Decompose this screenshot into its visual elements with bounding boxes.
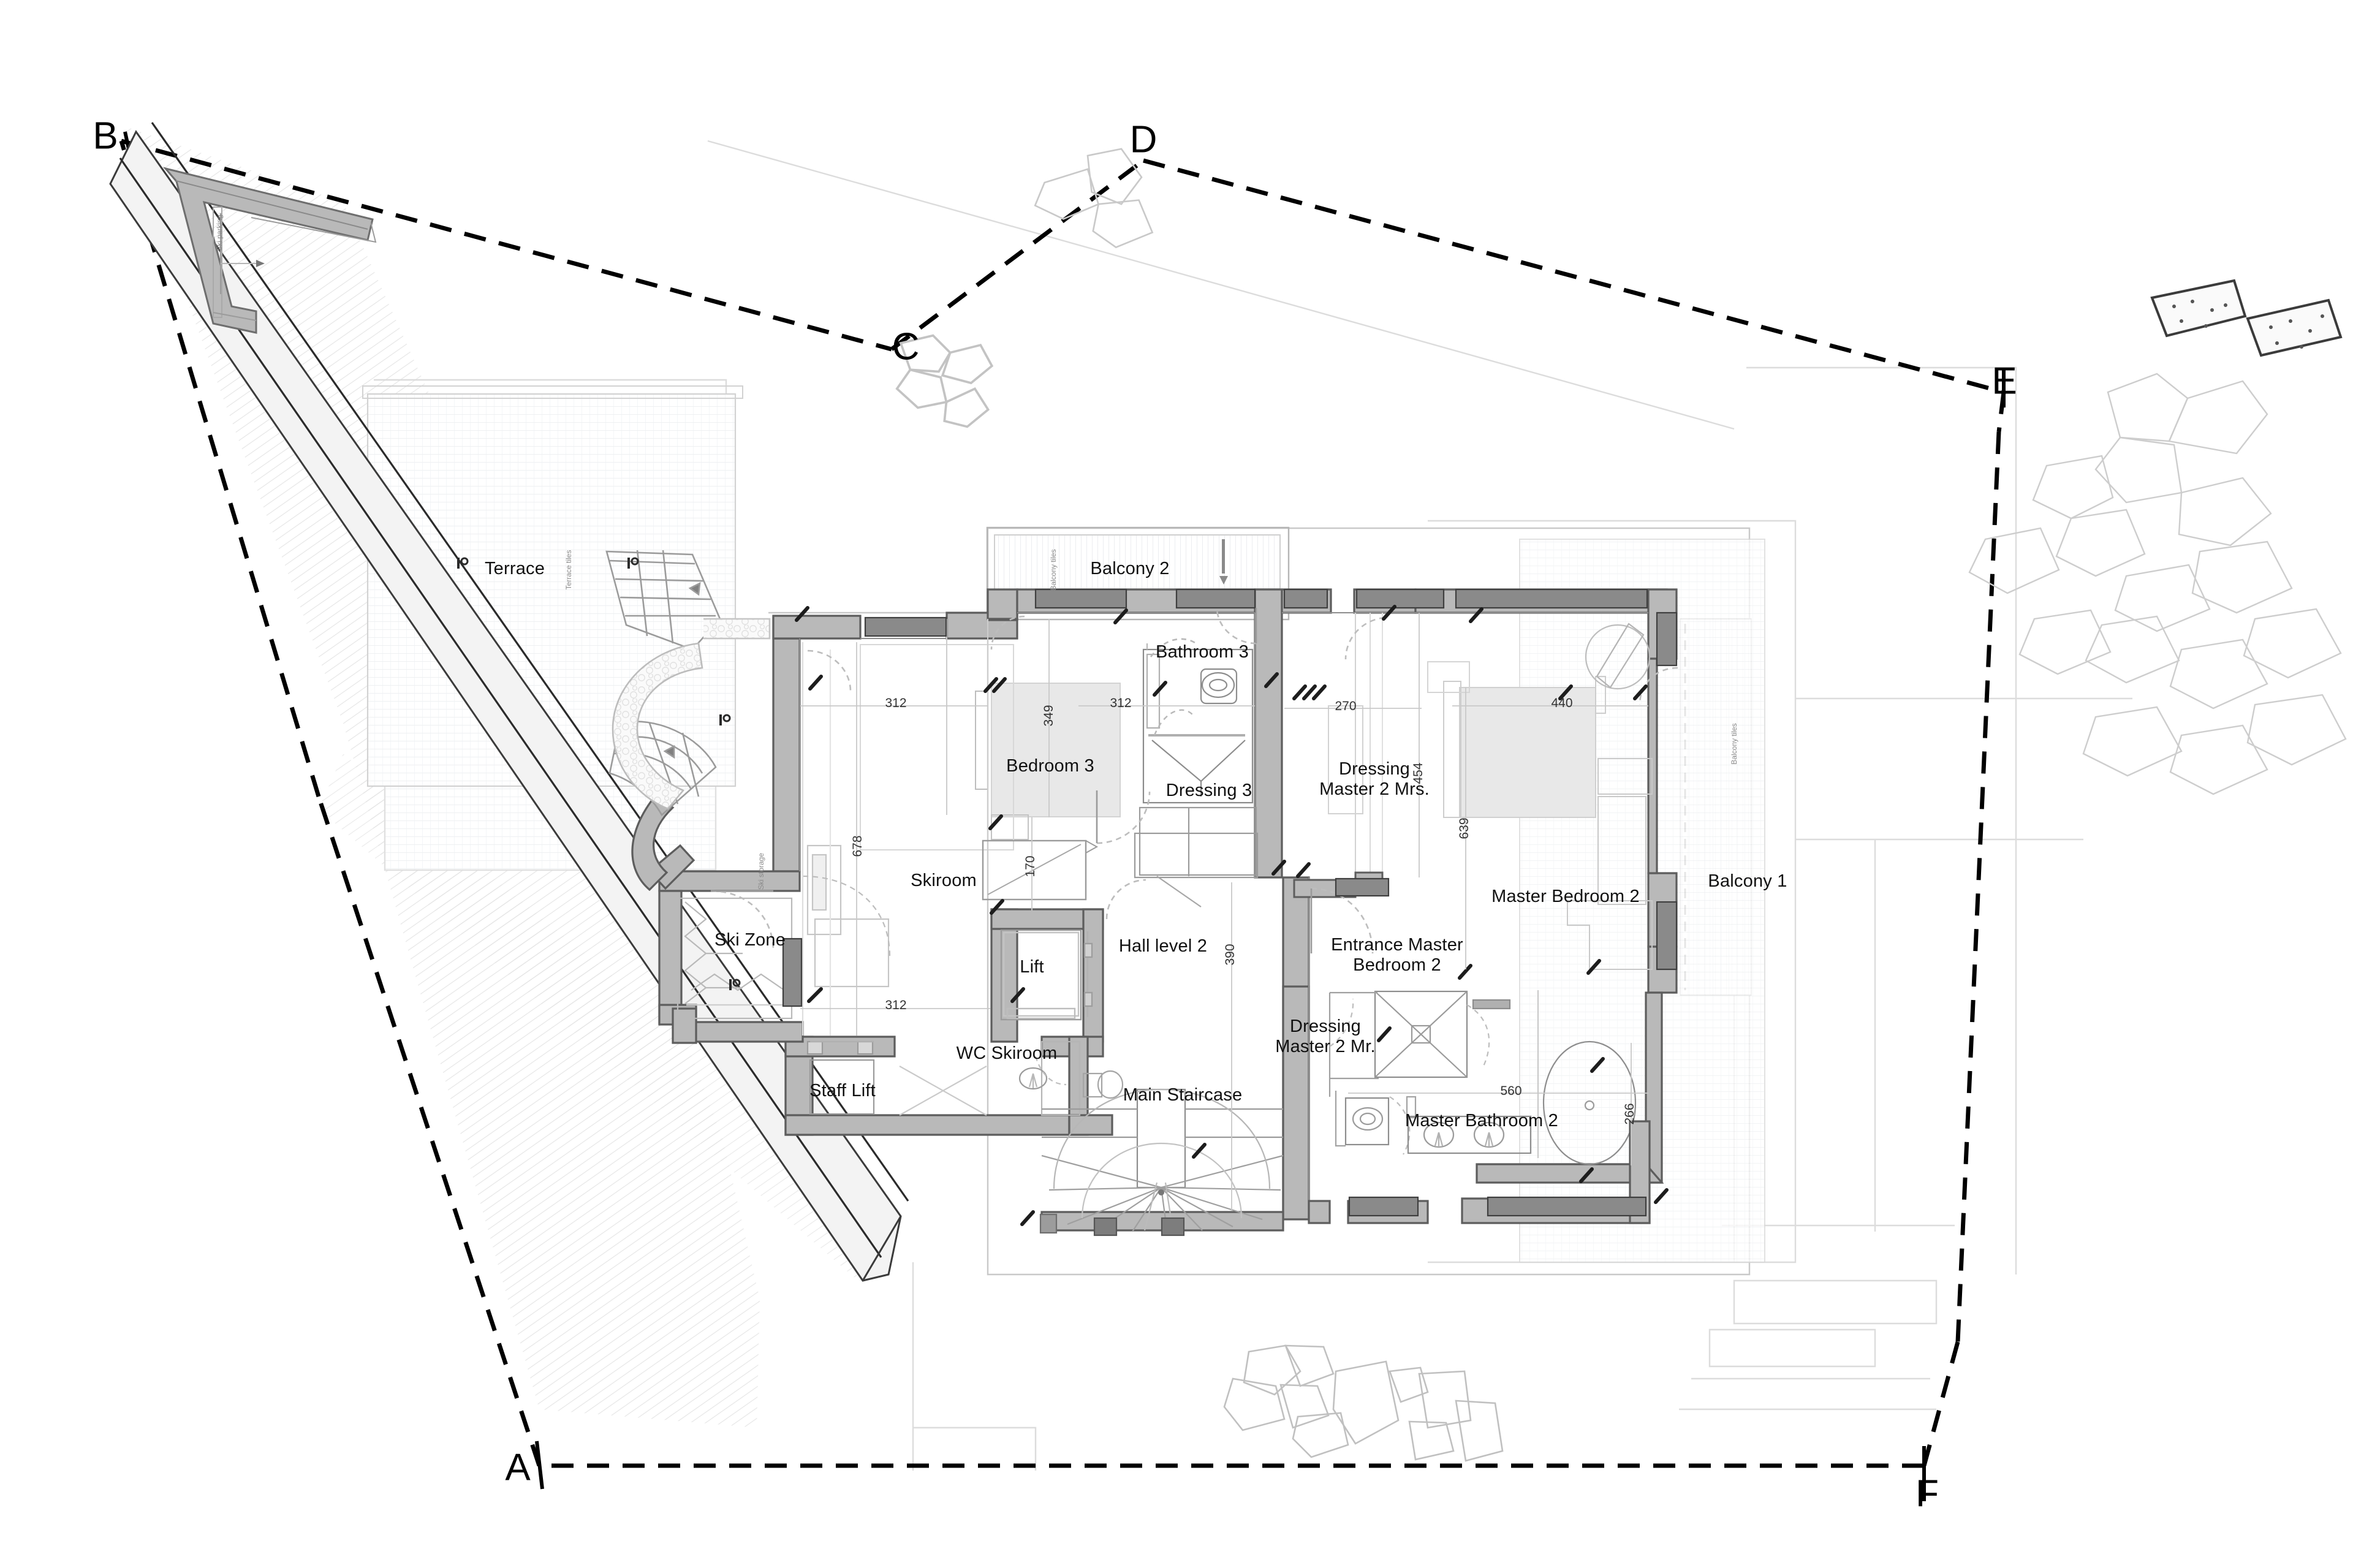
room-label-master-bedroom-2: Master Bedroom 2 [1491,886,1640,906]
boundary-corner-A: A [505,1446,531,1489]
dimension-454-dressing-mrs: 454 [1411,762,1425,784]
dimension-312-skiroom-lower: 312 [885,998,907,1012]
landscape-rocks-east [1968,373,2347,795]
room-label-dressing-master-2-mr: Dressing Master 2 Mr. [1275,1017,1376,1057]
room-label-dressing-3: Dressing 3 [1165,780,1252,800]
entrance-master-door [1311,887,1374,954]
dimension-170-bedroom-3: 170 [1023,855,1037,877]
dimension-678-skiroom: 678 [851,835,865,857]
annotation-ski-storage: Ski storage [757,852,765,890]
boundary-corner-E: E [1991,360,2017,403]
boundary-corner-B: B [93,115,118,157]
room-label-staff-lift: Staff Lift [809,1080,876,1100]
room-label-main-staircase: Main Staircase [1123,1085,1243,1105]
door-swings [710,607,1678,952]
room-label-skiroom: Skiroom [911,870,977,890]
lift-shaft [1000,929,1093,1021]
room-label-lift: Lift [1020,956,1044,977]
dressing-mr-line2: Master 2 Mr. [1275,1037,1376,1056]
entrance-master-line2: Bedroom 2 [1353,955,1441,975]
room-label-wc-skiroom: WC Skiroom [956,1043,1058,1063]
dimension-312-skiroom-top: 312 [885,696,907,710]
dimension-639-master-bedroom: 639 [1457,817,1471,839]
room-label-entrance-master-bedroom-2: Entrance Master Bedroom 2 [1331,935,1463,975]
boundary-corner-F: F [1915,1472,1939,1515]
boundary-corner-ticks [123,131,2006,1501]
exterior-curved-stairs [605,550,771,817]
entrance-master-line1: Entrance Master [1331,934,1463,955]
dressing-mr-line1: Dressing [1289,1016,1362,1036]
dressing-3-fixtures [1134,806,1259,907]
room-label-ski-zone: Ski Zone [714,930,786,950]
dimension-266-bathtub: 266 [1623,1103,1637,1125]
room-label-hall-level-2: Hall level 2 [1118,936,1208,956]
room-label-bathroom-3: Bathroom 3 [1156,642,1249,662]
annotation-balcony-2-tiles: Balcony tiles [1049,549,1058,591]
wc-skiroom-fixtures [899,1040,1124,1116]
dimension-390-hall: 390 [1223,944,1237,966]
landscape-rocks-north [895,148,1154,428]
dressing-mrs-line2: Master 2 Mrs. [1319,779,1430,799]
room-label-terrace: Terrace [484,558,545,578]
room-label-balcony-1: Balcony 1 [1708,871,1787,891]
door-leaves [711,608,1257,892]
window-openings [782,588,1678,1217]
master-bedroom-2-furniture [1328,613,1653,970]
dimension-349-bedroom-3: 349 [1042,705,1056,727]
stone-blocks [2150,279,2343,357]
dimension-312-bathroom-3: 312 [1110,696,1132,710]
dressing-mrs-line1: Dressing [1338,759,1411,779]
staff-lift-shaft [806,1040,875,1115]
dimension-270-dressing-mrs: 270 [1335,699,1357,713]
room-label-balcony-2: Balcony 2 [1090,558,1170,578]
landscape-rocks-south [1223,1344,1504,1462]
room-label-bedroom-3: Bedroom 3 [1006,756,1094,776]
boundary-corner-D: D [1129,118,1158,161]
site-boundary-line [119,138,2006,1468]
annotation-ski-parking: Ski parking [215,214,224,251]
dimension-560-master-bathroom: 560 [1500,1084,1522,1098]
room-label-master-bathroom-2: Master Bathroom 2 [1405,1110,1558,1131]
dimension-440-master-bedroom: 440 [1551,696,1573,710]
spot-level-markers [457,539,1228,990]
boundary-corner-C: C [892,325,920,368]
skiroom-fixtures [801,642,891,1036]
opening-tick-marks [795,605,1669,1226]
bathroom-3-fixtures [1142,638,1254,804]
dimension-lines [800,613,1648,1211]
room-label-dressing-master-2-mrs: Dressing Master 2 Mrs. [1319,759,1430,800]
annotation-balcony-1-tiles: Balcony tiles [1730,723,1738,765]
ski-parking-structure [162,167,377,334]
master-bathroom-2-fixtures [1328,990,1637,1165]
annotation-terrace-tiles: Terrace tiles [564,550,573,590]
